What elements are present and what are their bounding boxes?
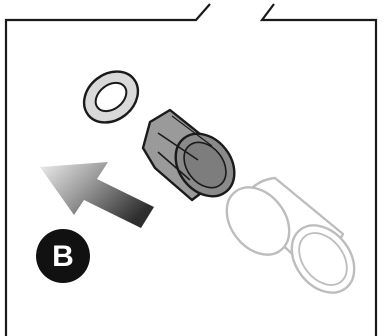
insertion-arrow [40,162,154,228]
step-label: B [52,240,74,273]
nut [141,108,236,202]
panel-frame [4,3,378,336]
sleeve [225,176,356,294]
step-badge-circle [36,229,90,283]
step-badge: B [36,229,90,283]
washer [82,70,140,124]
